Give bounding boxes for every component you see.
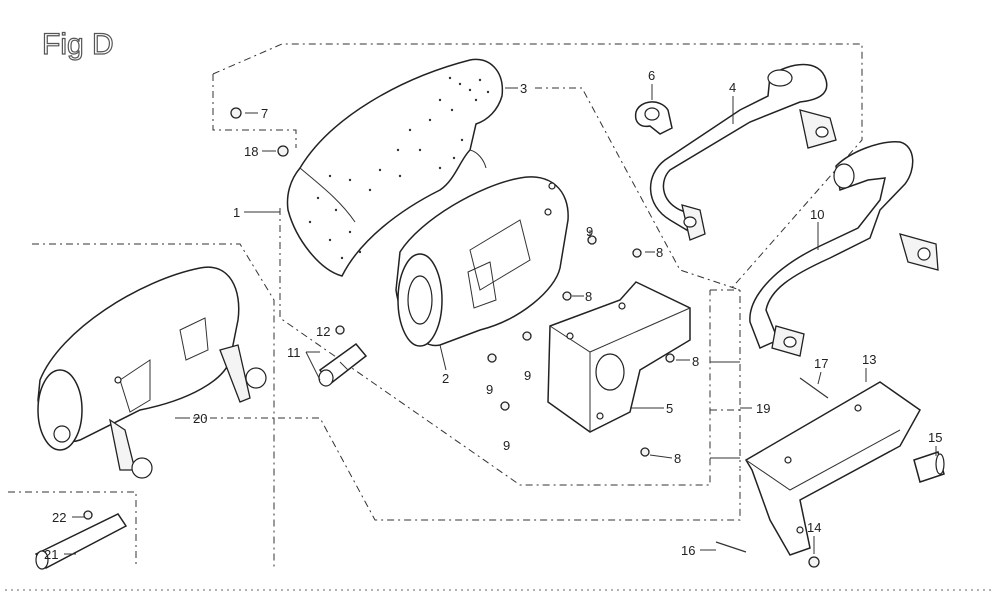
part-label-17: 17 [814, 356, 828, 371]
part-label-9a: 9 [586, 224, 593, 239]
figure-title: Fig D [42, 28, 114, 61]
part-label-2: 2 [442, 371, 449, 386]
part-label-9b: 9 [524, 368, 531, 383]
part-label-20: 20 [193, 411, 207, 426]
part-label-8a: 8 [656, 245, 663, 260]
part-label-1: 1 [233, 205, 240, 220]
lower-shield-part [744, 381, 921, 556]
part-label-16: 16 [681, 543, 695, 558]
part-label-13: 13 [862, 352, 876, 367]
exhaust-pipe-10-part [749, 141, 939, 357]
part-label-11: 11 [287, 345, 301, 360]
part-label-12: 12 [316, 324, 330, 339]
part-label-8d: 8 [674, 451, 681, 466]
left-muffler-part [37, 266, 267, 479]
group-frame-lines [8, 43, 863, 568]
exhaust-pipe-4-part [649, 63, 837, 241]
bracket-plate-part [547, 281, 691, 433]
part-label-7: 7 [261, 106, 268, 121]
pin-15-part [913, 451, 945, 483]
leader-lines [64, 84, 937, 555]
part-label-18: 18 [244, 144, 258, 159]
part-label-14: 14 [807, 520, 821, 535]
part-label-22: 22 [52, 510, 66, 525]
clamp-part [634, 101, 673, 135]
muffler-part [395, 176, 569, 347]
part-label-3: 3 [520, 81, 527, 96]
part-label-4: 4 [729, 80, 736, 95]
part-label-19: 19 [756, 401, 770, 416]
part-label-21: 21 [44, 547, 58, 562]
part-label-9c: 9 [486, 382, 493, 397]
part-label-8c: 8 [692, 354, 699, 369]
tailpipe-11-part [318, 342, 368, 387]
part-label-6: 6 [648, 68, 655, 83]
part-label-5: 5 [666, 401, 673, 416]
heat-shield-part [286, 58, 504, 277]
part-number-labels: 7 18 1 3 2 6 4 10 9 8 8 9 9 9 8 5 19 8 1… [44, 68, 942, 562]
part-label-10: 10 [810, 207, 824, 222]
part-label-9d: 9 [503, 438, 510, 453]
tailpipe-21-part [34, 513, 128, 570]
part-label-8b: 8 [585, 289, 592, 304]
part-label-15: 15 [928, 430, 942, 445]
